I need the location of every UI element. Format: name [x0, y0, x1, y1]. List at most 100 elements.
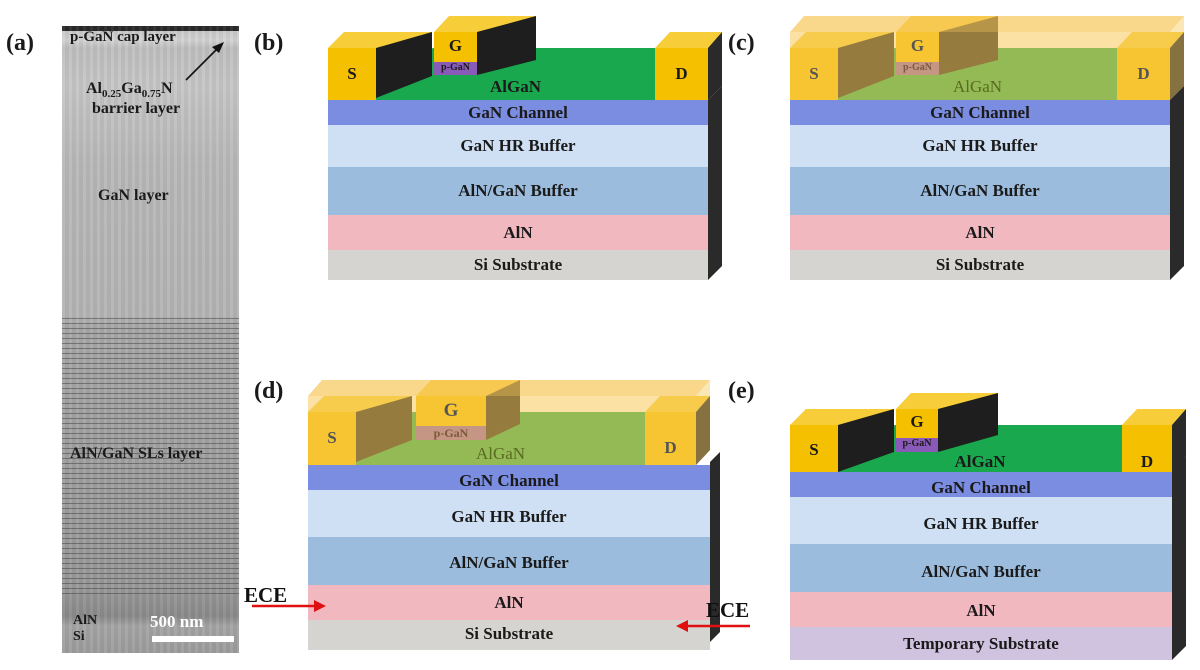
- barrier-pointer-arrow: [185, 42, 224, 81]
- drain-top: [655, 32, 722, 48]
- encap-front: [308, 396, 696, 465]
- source-contact: [328, 48, 376, 100]
- label-e-source: S: [809, 440, 819, 459]
- gate-contact: [896, 409, 938, 438]
- pgan-layer: [896, 438, 938, 452]
- source-contact: [790, 425, 838, 472]
- tem-cross-section-image: [62, 26, 239, 653]
- layer-hr-buffer: [790, 497, 1172, 544]
- layer-si: [328, 250, 708, 280]
- label-d-drain: D: [664, 438, 677, 457]
- label-b-buffer: AlN/GaN Buffer: [458, 181, 578, 200]
- drain-contact: [655, 48, 708, 100]
- label-b-gate: G: [448, 36, 463, 55]
- layer-hr-buffer: [308, 490, 710, 537]
- layer-aln-gan-buffer: [308, 537, 710, 585]
- ece-label-right: ECE: [706, 598, 750, 622]
- label-d-buffer: AlN/GaN Buffer: [449, 553, 569, 572]
- panel-label-b: (b): [254, 30, 284, 56]
- label-d-channel: GaN Channel: [459, 471, 559, 490]
- tem-label-barrier-line2: barrier layer: [92, 100, 181, 117]
- label-b-aln: AlN: [503, 223, 533, 242]
- tem-label-si: Si: [73, 629, 85, 644]
- label-c-drain: D: [1137, 64, 1150, 83]
- layer-channel: [790, 100, 1170, 125]
- layer-channel: [308, 465, 710, 490]
- pgan-layer: [434, 62, 477, 75]
- device-stack-b: [328, 16, 722, 280]
- label-b-pgan: p-GaN: [441, 62, 470, 73]
- layer-aln: [308, 585, 710, 620]
- layer-si: [308, 620, 710, 650]
- drain-right: [708, 32, 722, 100]
- layer-si: [790, 250, 1170, 280]
- gate-right: [477, 16, 536, 75]
- layer-hr-buffer: [790, 125, 1170, 167]
- label-e-algan: AlGaN: [954, 452, 1006, 471]
- device-stack-c: [790, 16, 1184, 280]
- layer-aln-gan-buffer: [328, 167, 708, 215]
- tem-label-aln: AlN: [73, 613, 98, 628]
- label-c-channel: GaN Channel: [930, 103, 1030, 122]
- source-right: [838, 409, 894, 472]
- drain-right: [696, 396, 710, 465]
- label-b-si: Si Substrate: [473, 255, 563, 274]
- label-c-gate: G: [910, 36, 925, 55]
- encap-side: [696, 380, 710, 465]
- stack-side-shadow: [1172, 456, 1186, 660]
- source-right: [376, 32, 432, 98]
- gate-right: [938, 393, 998, 452]
- ece-label-left: ECE: [244, 583, 288, 607]
- layer-channel: [790, 472, 1172, 497]
- stack-side-shadow: [1170, 86, 1184, 280]
- label-d-si: Si Substrate: [464, 624, 554, 643]
- label-d-pgan: p-GaN: [433, 426, 469, 440]
- ece-arrow-left: [252, 600, 326, 612]
- label-d-hr: GaN HR Buffer: [451, 507, 567, 526]
- layer-aln: [790, 592, 1172, 627]
- label-c-algan: AlGaN: [952, 77, 1003, 96]
- scale-bar: [152, 636, 234, 642]
- panel-label-e: (e): [728, 378, 755, 404]
- label-e-temp: Temporary Substrate: [903, 634, 1059, 653]
- device-stack-e: [790, 393, 1186, 660]
- gate-contact: [434, 32, 477, 62]
- label-e-drain: D: [1140, 452, 1154, 471]
- panel-label-c: (c): [728, 30, 755, 56]
- tem-superlattice-region: [62, 318, 239, 596]
- label-c-aln: AlN: [965, 223, 995, 242]
- layer-aln: [790, 215, 1170, 250]
- label-b-source: S: [347, 64, 357, 83]
- layer-hr-buffer: [328, 125, 708, 167]
- label-b-drain: D: [675, 64, 688, 83]
- label-d-algan: AlGaN: [475, 444, 526, 463]
- label-b-algan: AlGaN: [490, 77, 541, 96]
- drain-right: [1170, 32, 1184, 100]
- label-b-hr: GaN HR Buffer: [460, 136, 576, 155]
- label-c-si: Si Substrate: [935, 255, 1025, 274]
- label-e-channel: GaN Channel: [931, 478, 1031, 497]
- layer-temp-substrate: [790, 627, 1172, 660]
- layer-aln-gan-buffer: [790, 544, 1172, 592]
- scale-bar-label: 500 nm: [150, 612, 204, 631]
- layer-aln-gan-buffer: [790, 167, 1170, 215]
- label-d-source: S: [327, 428, 337, 447]
- label-c-pgan: p-GaN: [903, 62, 932, 73]
- encap-top: [790, 16, 1184, 32]
- encap-side: [1170, 16, 1184, 100]
- drain-top: [1122, 409, 1186, 425]
- encap-front: [790, 32, 1170, 100]
- layer-channel: [328, 100, 708, 125]
- label-e-gate: G: [910, 412, 924, 431]
- ece-arrow-right: [676, 620, 750, 632]
- label-c-hr: GaN HR Buffer: [922, 136, 1038, 155]
- encap-top: [308, 380, 710, 396]
- tem-label-barrier: Al0.25Ga0.75N: [86, 80, 173, 101]
- stack-side-shadow: [708, 86, 722, 280]
- label-e-buffer: AlN/GaN Buffer: [921, 562, 1041, 581]
- label-c-buffer: AlN/GaN Buffer: [920, 181, 1040, 200]
- tem-label-gan: GaN layer: [98, 187, 169, 204]
- tem-label-sls: AlN/GaN SLs layer: [70, 445, 203, 462]
- label-e-pgan: p-GaN: [902, 438, 932, 449]
- drain-right: [1172, 409, 1186, 472]
